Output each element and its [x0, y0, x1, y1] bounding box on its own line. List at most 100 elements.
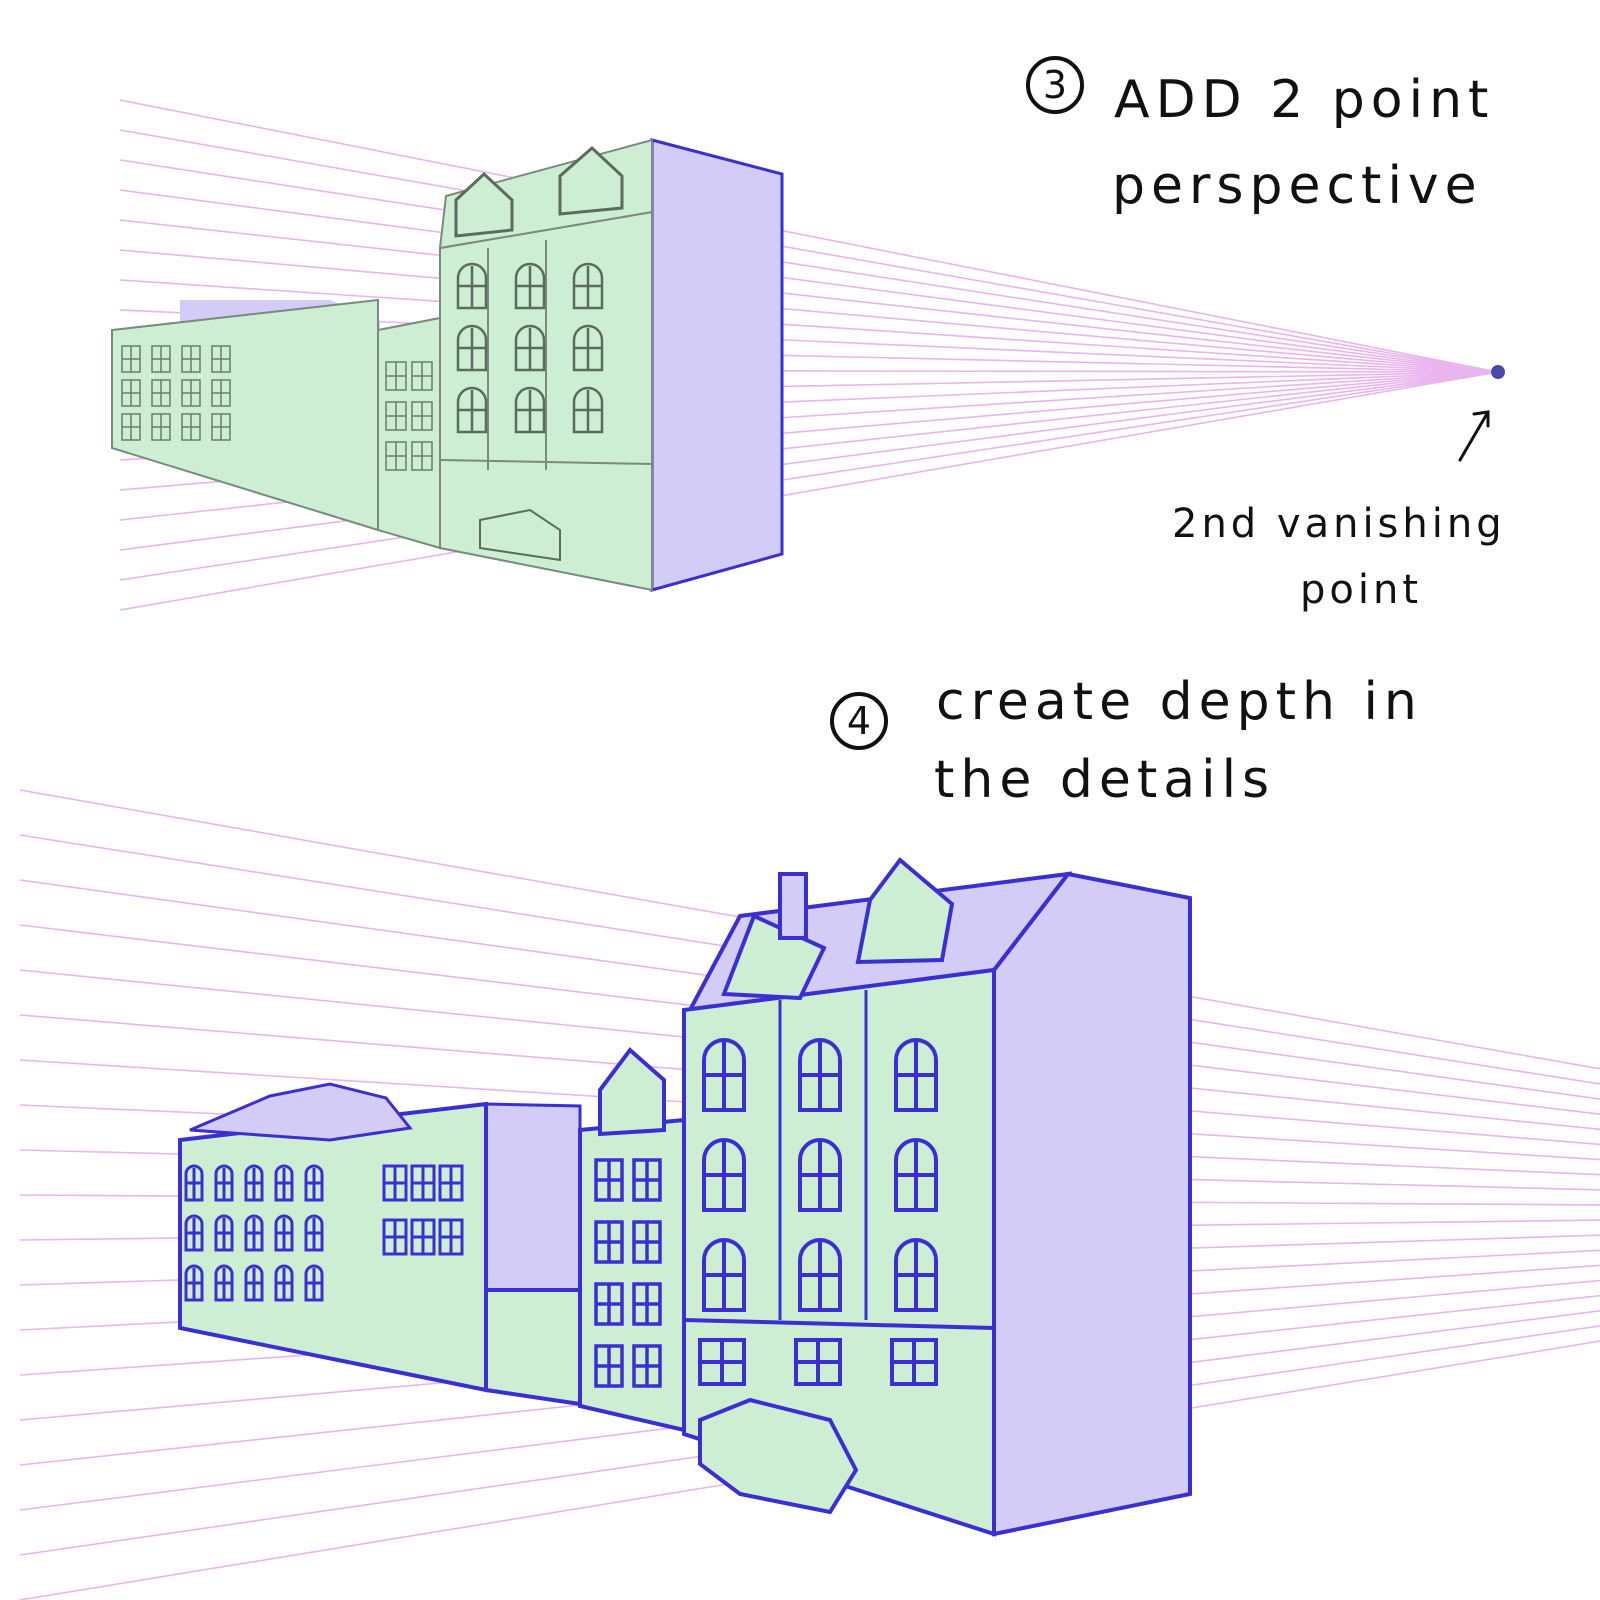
top-small-window — [181, 379, 201, 407]
top-perspective-line — [119, 249, 1499, 373]
top-window — [456, 262, 488, 310]
bottom-gable-window — [632, 1282, 662, 1326]
top-small-window — [211, 345, 231, 373]
top-perspective-line — [119, 279, 1499, 373]
top-window — [514, 262, 546, 310]
bottom-chimney — [778, 872, 808, 940]
bottom-dormer-right — [855, 857, 955, 965]
bottom-perspective-line — [19, 1310, 1600, 1511]
top-entrance-steps — [479, 508, 561, 562]
top-window — [514, 324, 546, 372]
top-window — [572, 386, 604, 434]
step-4-title-line2: the details — [934, 750, 1276, 810]
bottom-shop-window — [794, 1338, 842, 1386]
bottom-mid-window — [410, 1164, 436, 1202]
bottom-left-window — [304, 1214, 324, 1252]
top-dormer-left — [454, 171, 514, 238]
bottom-dormer-left — [721, 913, 827, 1001]
vanishing-point-dot — [1491, 365, 1505, 379]
bottom-left-window — [214, 1164, 234, 1202]
bottom-left-window — [274, 1214, 294, 1252]
top-perspective-line — [119, 219, 1499, 373]
bottom-left-window — [214, 1214, 234, 1252]
top-perspective-line — [119, 99, 1499, 373]
bottom-perspective-line — [19, 1059, 1600, 1161]
top-small-window — [181, 345, 201, 373]
bottom-left-window — [274, 1264, 294, 1302]
bottom-building-ink — [178, 857, 1192, 1537]
bottom-gable-top — [598, 1047, 666, 1137]
bottom-perspective-line — [19, 789, 1600, 1070]
bottom-shop-window — [890, 1338, 938, 1386]
top-row-buildings — [111, 298, 379, 532]
bottom-left-window — [214, 1264, 234, 1302]
top-small-window — [121, 345, 141, 373]
bottom-left-window — [244, 1264, 264, 1302]
bottom-perspective-line — [19, 879, 1600, 1100]
bottom-side-wall — [992, 871, 1192, 1537]
vanishing-point-label-line1: 2nd vanishing — [1172, 501, 1506, 547]
bottom-left-roofs — [189, 1082, 413, 1142]
bottom-window — [798, 1038, 842, 1112]
step-3-title-line1: ADD 2 point — [1114, 70, 1495, 130]
bottom-window — [894, 1238, 938, 1312]
top-small-window — [211, 413, 231, 441]
top-gable-window — [411, 401, 433, 431]
bottom-gable-window — [594, 1282, 624, 1326]
step-3-number: 3 — [1026, 56, 1084, 114]
top-perspective-line — [119, 371, 1499, 581]
arrow-icon — [1458, 410, 1490, 462]
bottom-perspective-line — [19, 1294, 1600, 1466]
bottom-mid-window — [410, 1218, 436, 1256]
bottom-left-window — [274, 1164, 294, 1202]
bottom-window — [702, 1038, 746, 1112]
bottom-perspective-line — [19, 1279, 1600, 1421]
bottom-left-window — [244, 1214, 264, 1252]
bottom-left-window — [184, 1214, 204, 1252]
bottom-left-window — [184, 1164, 204, 1202]
bottom-mid-window — [382, 1164, 408, 1202]
bottom-row-buildings — [178, 1101, 582, 1407]
bottom-window — [894, 1038, 938, 1112]
top-gable-window — [411, 361, 433, 391]
step-3-title-line2: perspective — [1112, 156, 1483, 216]
top-perspective-line — [119, 159, 1499, 373]
bottom-window — [894, 1138, 938, 1212]
bottom-left-window — [184, 1264, 204, 1302]
bottom-gable-window — [594, 1220, 624, 1264]
top-perspective-line — [119, 129, 1499, 373]
bottom-window — [798, 1238, 842, 1312]
top-dormer-right — [558, 145, 624, 216]
top-window — [572, 324, 604, 372]
bottom-mid-window — [438, 1164, 464, 1202]
top-perspective-line — [119, 371, 1499, 611]
top-gable-window — [411, 441, 433, 471]
step-4-number: 4 — [830, 692, 888, 750]
top-small-window — [121, 379, 141, 407]
bottom-gable-window — [594, 1158, 624, 1202]
vanishing-point-label-line2: point — [1300, 567, 1423, 613]
bottom-left-window — [304, 1164, 324, 1202]
bottom-perspective-line — [19, 1325, 1600, 1556]
top-window — [456, 324, 488, 372]
bottom-window — [702, 1138, 746, 1212]
top-gable-window — [385, 441, 407, 471]
top-small-window — [151, 345, 171, 373]
bottom-gable-window — [594, 1344, 624, 1388]
top-small-window — [211, 379, 231, 407]
bottom-perspective-line — [19, 1014, 1600, 1146]
bottom-perspective-line — [19, 924, 1600, 1116]
bottom-left-window — [244, 1164, 264, 1202]
top-gable-window — [385, 401, 407, 431]
step-4-title-line1: create depth in — [936, 672, 1423, 732]
top-small-window — [151, 413, 171, 441]
bottom-left-window — [304, 1264, 324, 1302]
top-perspective-line — [119, 189, 1499, 373]
bottom-gable-window — [632, 1220, 662, 1264]
bottom-mid-window — [382, 1218, 408, 1256]
top-small-window — [121, 413, 141, 441]
top-gable-building — [377, 316, 441, 550]
bottom-perspective-line — [19, 969, 1600, 1131]
top-window — [572, 262, 604, 310]
